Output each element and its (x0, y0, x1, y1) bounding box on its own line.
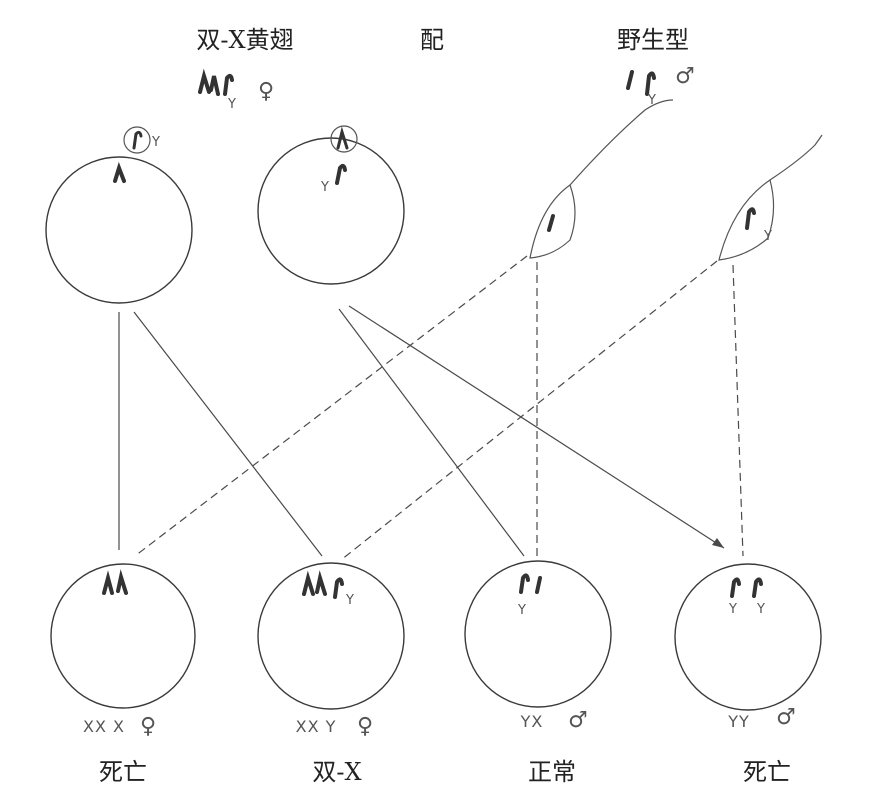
offspring-1-fate: 死亡 (99, 758, 147, 786)
offspring-2-sex-symbol: ♀ (357, 714, 373, 739)
offspring-4-fate: 死亡 (743, 758, 791, 786)
offspring-2: Y XX Y ♀ 双-X (257, 562, 405, 786)
sperm-x (529, 99, 674, 259)
male-parent-chromosomes-icon: Y (626, 70, 656, 108)
female-parent-label: 双-X黄翅 (196, 26, 293, 54)
egg-1-y-label: Y (151, 135, 160, 150)
female-parent-y-label: Y (227, 97, 236, 112)
offspring-3-y-label: Y (517, 603, 526, 618)
egg-1: Y (45, 126, 193, 304)
offspring-2-fate: 双-X (312, 758, 361, 786)
egg-1-polar-body (123, 126, 151, 154)
sperm-lineage-lines (134, 255, 744, 561)
female-parent-symbol: ♀ (258, 79, 274, 104)
sperm-y: Y (718, 134, 823, 261)
male-parent-symbol: ♂ (675, 64, 695, 89)
offspring-4-y-label-1: Y (728, 602, 737, 617)
offspring-2-y-label: Y (345, 593, 354, 608)
egg-2-y-label: Y (320, 180, 329, 195)
male-parent-y-label: Y (647, 93, 656, 108)
offspring-3-fate: 正常 (528, 758, 576, 786)
offspring-4-sex-symbol: ♂ (776, 705, 796, 730)
offspring-1: XX X ♀ 死亡 (50, 563, 196, 786)
offspring-1-genotype: XX X (83, 717, 125, 736)
offspring-4-genotype: YY (727, 712, 750, 731)
offspring-2-genotype: XX Y (296, 717, 337, 736)
offspring-4-y-label-2: Y (756, 602, 765, 617)
female-parent-chromosomes-icon: Y (198, 68, 236, 112)
egg-2-polar-body (330, 125, 358, 153)
egg-lineage-lines (118, 305, 725, 557)
offspring-3-sex-symbol: ♂ (568, 708, 588, 733)
male-parent-label: 野生型 (617, 26, 689, 54)
egg-2: Y (257, 125, 405, 285)
cross-label: 配 (420, 26, 444, 54)
offspring-3: Y YX ♂ 正常 (464, 560, 612, 786)
offspring-3-genotype: YX (520, 712, 544, 731)
arrowhead-icon (712, 538, 724, 548)
offspring-1-sex-symbol: ♀ (140, 714, 156, 739)
offspring-4: Y Y YY ♂ 死亡 (674, 563, 822, 786)
sperm-y-label: Y (763, 229, 772, 244)
